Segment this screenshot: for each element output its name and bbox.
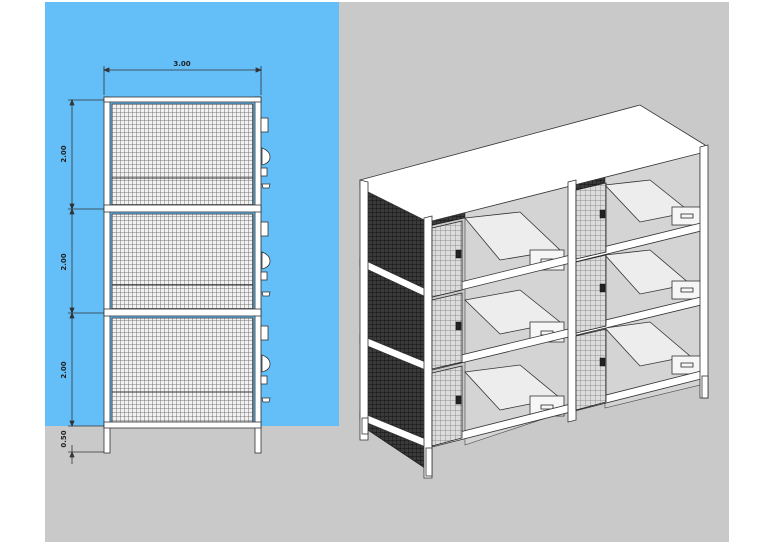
width-dimension	[102, 66, 263, 95]
tier-2-shelf	[103, 308, 262, 317]
bottom-shelf	[103, 421, 262, 429]
legs	[361, 375, 709, 477]
tier-1-mesh	[111, 103, 254, 206]
top-rail	[103, 96, 262, 103]
tier-3-height-label: 2.00	[60, 361, 68, 378]
tier-2-mesh	[111, 213, 254, 310]
height-dimensions	[68, 98, 104, 464]
tier-1-height-label: 2.00	[60, 145, 68, 162]
tier-3-mesh	[111, 317, 254, 423]
ground-area	[45, 426, 339, 542]
tier-2-height-label: 2.00	[60, 253, 68, 270]
side-hardware	[260, 117, 271, 403]
right-post	[254, 96, 262, 454]
tier-1-shelf	[103, 204, 262, 213]
leg-height-label: 0.50	[60, 430, 68, 447]
front-elevation-view: 3.00 2.00 2.00 2.00 0.50	[45, 2, 339, 542]
door-latches	[455, 209, 606, 405]
width-dimension-label: 3.00	[173, 60, 190, 68]
left-post	[103, 96, 111, 454]
isometric-view	[339, 2, 729, 542]
cage-doors	[431, 182, 607, 447]
front-frame	[359, 104, 709, 479]
